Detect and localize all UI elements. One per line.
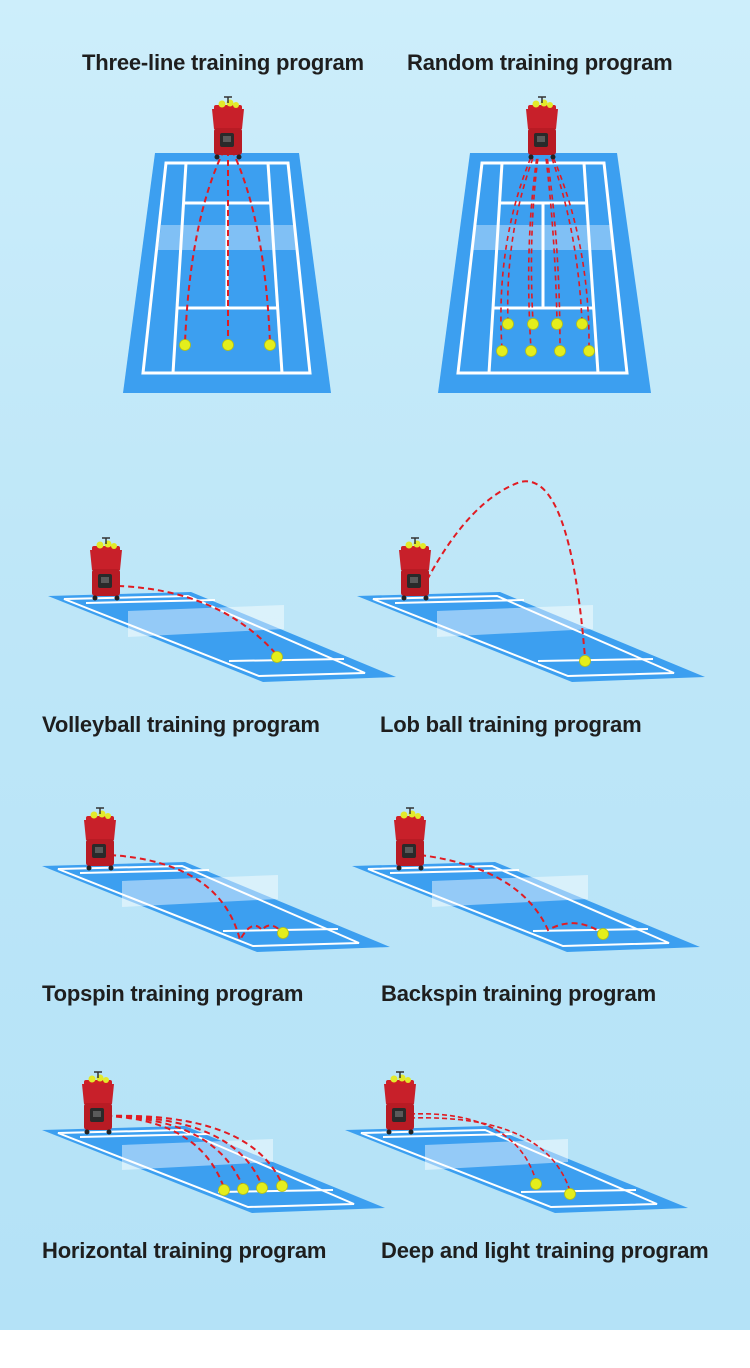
backspin-illustration bbox=[352, 807, 700, 952]
tennis-ball-icon bbox=[271, 651, 283, 663]
tennis-court-icon bbox=[357, 592, 705, 682]
tennis-court-icon bbox=[48, 592, 396, 682]
topspin-illustration bbox=[42, 807, 390, 952]
topspin-title: Topspin training program bbox=[42, 981, 304, 1006]
volleyball-title: Volleyball training program bbox=[42, 712, 320, 737]
ball-machine-icon bbox=[398, 537, 432, 602]
tennis-ball-icon bbox=[218, 1184, 230, 1196]
tennis-ball-icon bbox=[579, 655, 591, 667]
tennis-ball-icon bbox=[502, 318, 514, 330]
tennis-ball-icon bbox=[256, 1182, 268, 1194]
tennis-ball-icon bbox=[551, 318, 563, 330]
ball-machine-icon bbox=[525, 96, 559, 161]
tennis-ball-icon bbox=[179, 339, 191, 351]
tennis-ball-icon bbox=[583, 345, 595, 357]
tennis-ball-icon bbox=[530, 1178, 542, 1190]
tennis-ball-icon bbox=[276, 1180, 288, 1192]
horizontal-title: Horizontal training program bbox=[42, 1238, 327, 1263]
illustrations bbox=[42, 96, 705, 1213]
tennis-ball-icon bbox=[525, 345, 537, 357]
lob-illustration bbox=[357, 480, 705, 682]
tennis-court-icon bbox=[345, 1126, 688, 1213]
random-title: Random training program bbox=[407, 50, 673, 75]
tennis-ball-icon bbox=[564, 1188, 576, 1200]
tennis-court-icon bbox=[352, 862, 700, 952]
tennis-ball-icon bbox=[277, 927, 289, 939]
tennis-ball-icon bbox=[237, 1183, 249, 1195]
random-illustration bbox=[438, 96, 651, 393]
ball-machine-icon bbox=[83, 807, 117, 872]
training-programs-panel: Three-line training program Random train… bbox=[0, 0, 750, 1330]
lob-ball-title: Lob ball training program bbox=[380, 712, 642, 737]
three-line-illustration bbox=[123, 96, 331, 393]
ball-machine-icon bbox=[393, 807, 427, 872]
tennis-ball-icon bbox=[264, 339, 276, 351]
deep-light-illustration bbox=[345, 1071, 688, 1213]
deep-light-title: Deep and light training program bbox=[381, 1238, 709, 1263]
ball-machine-icon bbox=[81, 1071, 115, 1136]
tennis-court-icon bbox=[42, 1126, 385, 1213]
tennis-ball-icon bbox=[527, 318, 539, 330]
tennis-ball-icon bbox=[496, 345, 508, 357]
ball-machine-icon bbox=[89, 537, 123, 602]
tennis-ball-icon bbox=[597, 928, 609, 940]
tennis-ball-icon bbox=[576, 318, 588, 330]
volleyball-illustration bbox=[48, 537, 396, 682]
backspin-title: Backspin training program bbox=[381, 981, 656, 1006]
three-line-title: Three-line training program bbox=[82, 50, 364, 75]
tennis-court-icon bbox=[42, 862, 390, 952]
horizontal-illustration bbox=[42, 1071, 385, 1213]
ball-machine-icon bbox=[383, 1071, 417, 1136]
tennis-ball-icon bbox=[554, 345, 566, 357]
ball-machine-icon bbox=[211, 96, 245, 161]
tennis-ball-icon bbox=[222, 339, 234, 351]
